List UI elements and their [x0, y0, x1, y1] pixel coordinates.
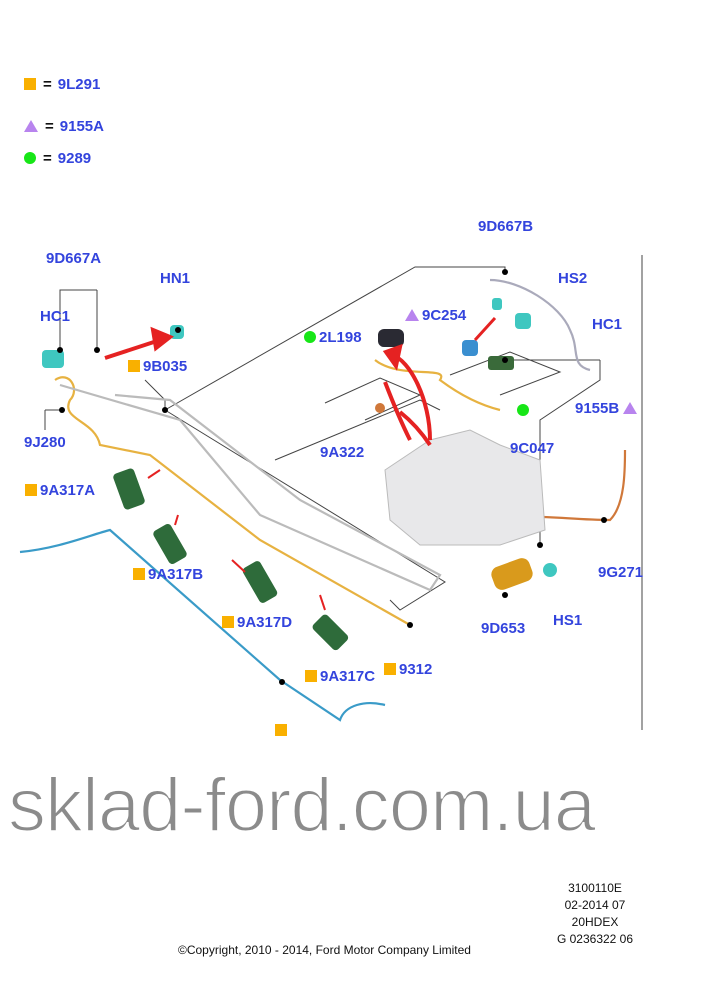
callout-9C254[interactable]: 9C254 [405, 307, 466, 325]
callout-HS1[interactable]: HS1 [553, 612, 583, 629]
square-icon [305, 670, 317, 682]
circle-icon [304, 331, 316, 343]
callout-9A322[interactable]: 9A322 [320, 444, 365, 461]
square-icon [222, 616, 234, 628]
legend-item-circle: =9289 [24, 150, 91, 168]
callout-9C047[interactable]: 9C047 [510, 440, 555, 457]
callout-9J280[interactable]: 9J280 [24, 434, 66, 451]
square-icon [25, 484, 37, 496]
callout-HC1-right[interactable]: HC1 [592, 316, 623, 333]
callout-9B035[interactable]: 9B035 [128, 358, 187, 376]
triangle-icon [24, 120, 38, 132]
callout-HS2[interactable]: HS2 [558, 270, 588, 287]
callout-HN1[interactable]: HN1 [160, 270, 191, 287]
callout-9D653[interactable]: 9D653 [481, 620, 526, 637]
callout-2L198[interactable]: 2L198 [304, 329, 362, 347]
callout-HC1-left[interactable]: HC1 [40, 308, 71, 325]
square-icon [128, 360, 140, 372]
legend-item-triangle: =9155A [24, 118, 104, 136]
triangle-icon [405, 309, 419, 321]
triangle-icon [623, 402, 638, 414]
drawing-meta: 3100110E 02-2014 07 20HDEX G 0236322 06 [556, 881, 634, 946]
watermark: sklad-ford.com.ua [7, 763, 597, 848]
callout-9G271[interactable]: 9G271 [598, 564, 644, 581]
square-icon [275, 724, 287, 736]
callout-9A317A[interactable]: 9A317A [25, 482, 95, 500]
callout-9A317B[interactable]: 9A317B [133, 566, 203, 584]
callout-9D667A[interactable]: 9D667A [46, 250, 102, 267]
square-icon [24, 78, 36, 90]
circle-icon [24, 152, 36, 164]
fuel-line-orange [54, 376, 411, 626]
callout-9A317C[interactable]: 9A317C [305, 668, 375, 686]
callout-9D667B[interactable]: 9D667B [478, 218, 534, 235]
square-icon [384, 663, 396, 675]
fuel-line-gray [59, 383, 442, 592]
engine-block [384, 429, 546, 546]
callout-9312[interactable]: 9312 [384, 661, 432, 679]
fuel-line-blue [19, 528, 386, 722]
copyright: ©Copyright, 2010 - 2014, Ford Motor Comp… [178, 943, 471, 957]
legend-item-square: =9L291 [24, 76, 100, 94]
callout-9155B[interactable]: 9155B [575, 400, 640, 418]
callout-9L291-marker[interactable] [275, 722, 290, 740]
callout-9A317D[interactable]: 9A317D [222, 614, 292, 632]
square-icon [133, 568, 145, 580]
